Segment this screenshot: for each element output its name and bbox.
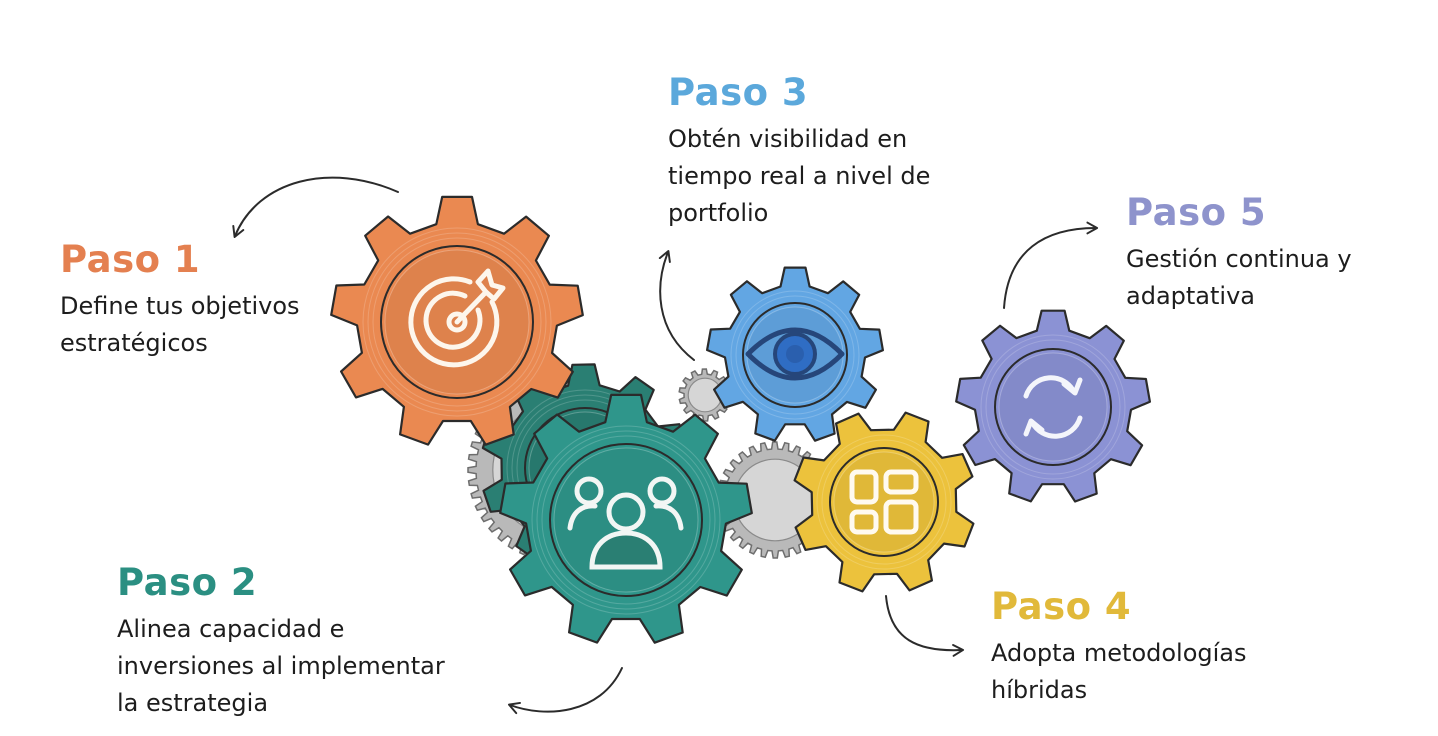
step-1-description: Define tus objetivos estratégicos (60, 292, 300, 357)
step-3: Paso 3 Obtén visibilidad en tiempo real … (668, 71, 930, 232)
gear-step-3 (706, 266, 884, 442)
step-3-title: Paso 3 (668, 71, 809, 114)
step-2-description: Alinea capacidad e inversiones al implem… (117, 615, 445, 717)
arrow-step-1 (232, 176, 399, 238)
target-icon (408, 268, 506, 368)
step-gears (330, 195, 1151, 644)
arrow-step-4 (885, 595, 965, 657)
refresh-icon (1023, 375, 1083, 439)
grid-icon (849, 469, 919, 535)
gear-step-2 (499, 393, 753, 644)
step-5-title: Paso 5 (1126, 191, 1267, 234)
step-5-description: Gestión continua y adaptativa (1126, 245, 1352, 310)
step-4: Paso 4 Adopta metodologías híbridas (991, 585, 1247, 709)
step-4-title: Paso 4 (991, 585, 1132, 628)
step-3-description: Obtén visibilidad en tiempo real a nivel… (668, 125, 931, 227)
silver-gear-top (678, 368, 732, 422)
gear-step-4 (793, 411, 975, 593)
step-1-title: Paso 1 (60, 238, 201, 281)
step-2-title: Paso 2 (117, 561, 258, 604)
eye-icon (745, 327, 845, 381)
team-icon (567, 476, 684, 570)
step-5: Paso 5 Gestión continua y adaptativa (1126, 191, 1352, 315)
step-4-description: Adopta metodologías híbridas (991, 639, 1247, 704)
step-2: Paso 2 Alinea capacidad e inversiones al… (117, 561, 445, 722)
step-1: Paso 1 Define tus objetivos estratégicos (60, 238, 300, 362)
arrow-step-3 (658, 250, 695, 361)
arrows (232, 176, 1099, 715)
gear-step-5 (955, 309, 1151, 503)
arrow-step-2 (508, 667, 623, 715)
arrow-step-5 (1003, 221, 1099, 309)
